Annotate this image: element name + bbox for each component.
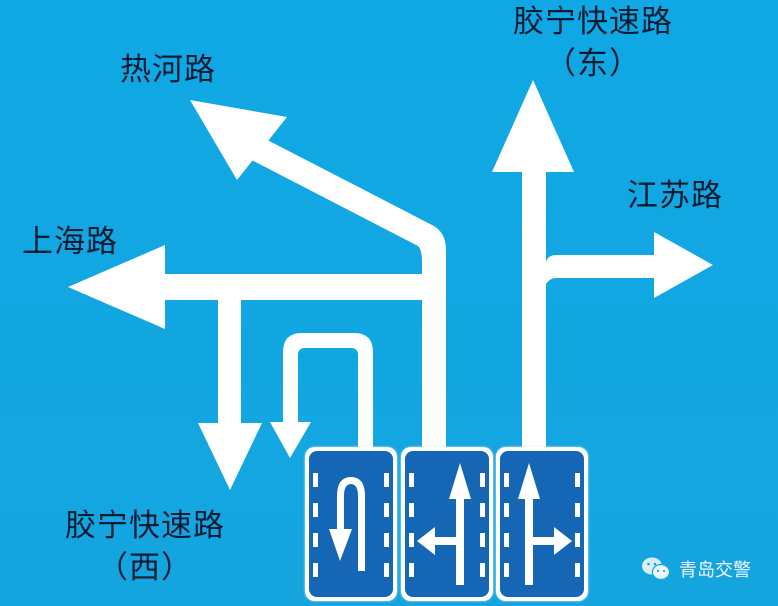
lane-sign-straight-left — [401, 447, 493, 601]
lane-sign-straight-right — [496, 447, 588, 601]
arrow-northwest-rehe-road — [190, 100, 446, 262]
arrow-north-jiaoning-east — [492, 80, 574, 450]
arrow-west-shanghai-road — [68, 245, 446, 329]
label-jiaoning-west-name: 胶宁快速路 — [65, 508, 225, 544]
label-jiangsu-road: 江苏路 — [627, 178, 723, 214]
label-jiaoning-east-suffix: （东） — [545, 46, 641, 82]
label-jiaoning-west: 胶宁快速路 （西） — [40, 508, 250, 586]
label-rehe-road: 热河路 — [120, 52, 216, 88]
wechat-icon — [642, 557, 671, 581]
watermark: 青岛交警 — [641, 556, 751, 582]
watermark-text: 青岛交警 — [679, 560, 751, 581]
arrow-east-jiangsu-road — [546, 232, 713, 298]
arrow-south-jiaoning-west — [198, 290, 262, 490]
straight-left-icon — [409, 463, 485, 585]
label-jiaoning-east-name: 胶宁快速路 — [513, 4, 673, 40]
label-shanghai-road: 上海路 — [22, 224, 118, 260]
u-turn-icon — [313, 473, 389, 577]
straight-right-icon — [504, 463, 580, 585]
label-jiaoning-west-suffix: （西） — [97, 550, 193, 586]
arrow-u-turn — [270, 333, 373, 458]
lane-sign-u-turn — [305, 447, 397, 601]
label-jiaoning-east: 胶宁快速路 （东） — [488, 4, 698, 82]
lane-2-trunk — [422, 250, 446, 450]
